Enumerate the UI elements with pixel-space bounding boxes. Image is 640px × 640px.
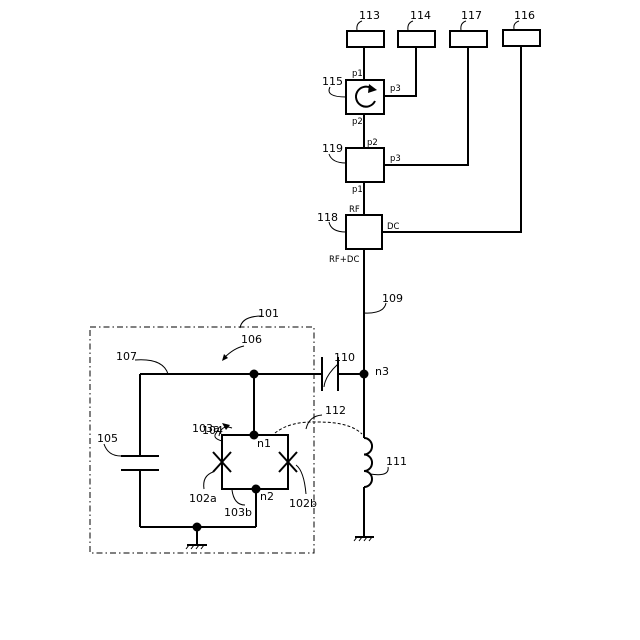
label-103b: 103b [224,506,252,519]
wire-116-to-bias-tee-dc [382,46,521,232]
squid-loop-104 [222,435,288,489]
port-circulator-p1: p1 [352,69,363,79]
label-116: 116 [514,9,535,22]
ground-right-icon [354,537,374,541]
label-115: 115 [322,75,343,88]
label-102a: 102a [189,492,217,505]
label-109: 109 [382,292,403,305]
wire-117-to-component-119 [384,47,468,165]
label-112: 112 [325,404,346,417]
junction-dot-ground [193,523,202,532]
node-n3-label: n3 [375,365,389,378]
node-n2-label: n2 [260,490,274,503]
port-circulator-p2: p2 [352,117,363,127]
inductor-111 [364,438,372,487]
junction-dot-top-rail [250,370,259,379]
terminal-113 [347,31,384,47]
label-119: 119 [322,142,343,155]
label-117: 117 [461,9,482,22]
label-107: 107 [116,350,137,363]
label-106: 106 [241,333,262,346]
port-component-p1: p1 [352,185,363,195]
label-118: 118 [317,211,338,224]
label-103a: 103a [192,422,220,435]
port-circulator-p3: p3 [390,84,401,94]
label-111: 111 [386,455,407,468]
port-component-p2: p2 [367,138,378,148]
terminal-116 [503,30,540,46]
circulator-115 [346,80,384,114]
label-105: 105 [97,432,118,445]
port-bias-tee-rf: RF [349,205,360,215]
component-119 [346,148,384,182]
flux-coupling-112 [275,422,362,434]
bias-tee-118 [346,215,382,249]
label-101: 101 [258,307,279,320]
label-110: 110 [334,351,355,364]
ground-left-icon [186,545,207,549]
node-n3-dot [360,370,369,379]
label-113: 113 [359,9,380,22]
port-bias-tee-rfdc: RF+DC [329,255,359,265]
leader-lines [104,21,519,505]
port-component-p3: p3 [390,154,401,164]
terminal-117 [450,31,487,47]
label-102b: 102b [289,497,317,510]
label-114: 114 [410,9,431,22]
terminal-114 [398,31,435,47]
port-bias-tee-dc: DC [387,222,400,232]
node-n1-label: n1 [257,437,271,450]
